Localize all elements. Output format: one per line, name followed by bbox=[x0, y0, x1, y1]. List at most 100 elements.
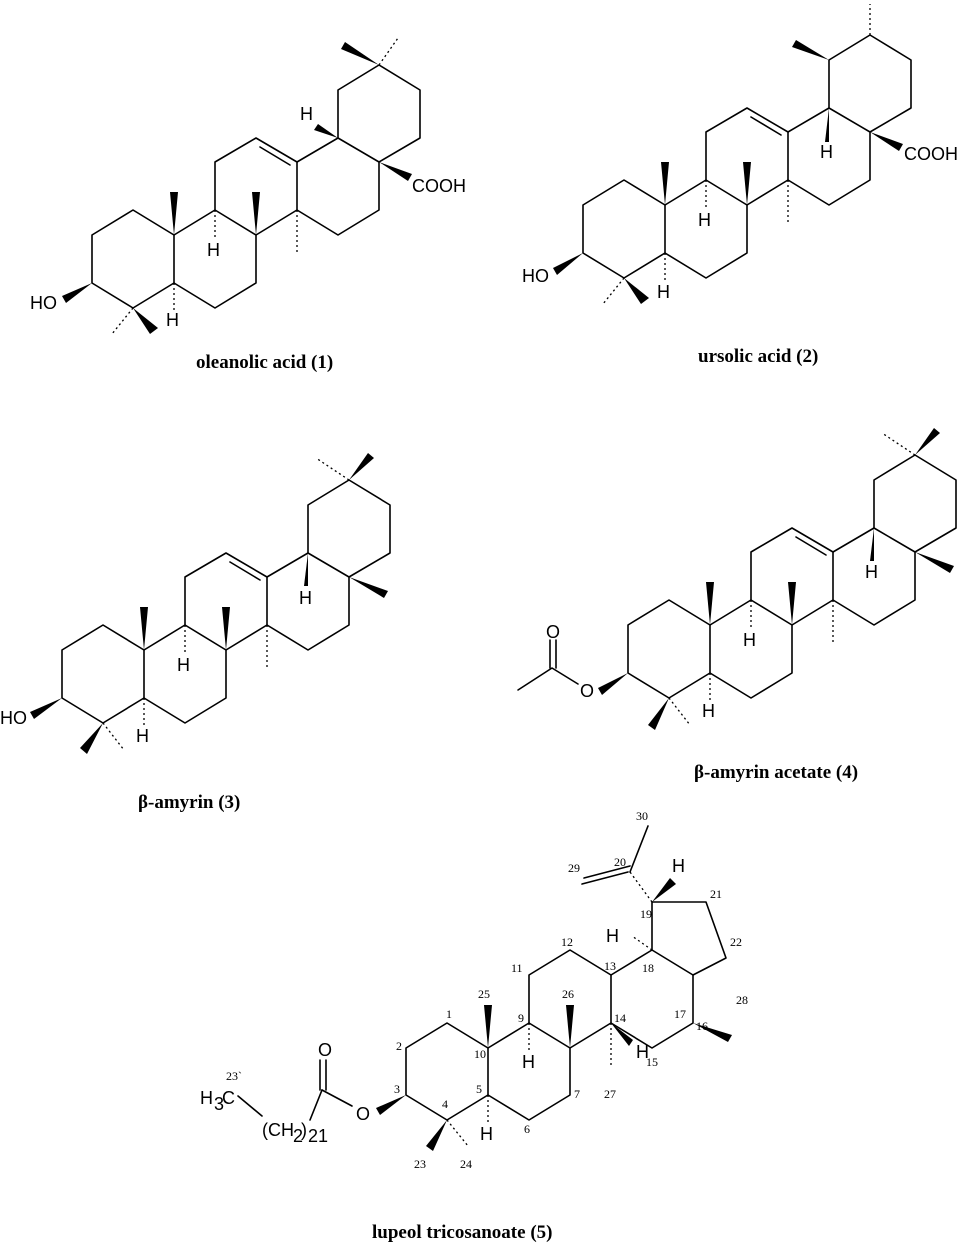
carbon-number: 28 bbox=[736, 993, 748, 1007]
caption-beta-amyrin: β-amyrin (3) bbox=[138, 792, 240, 813]
carbon-number: 7 bbox=[574, 1087, 580, 1101]
chain-count-label: 21 bbox=[308, 1126, 328, 1146]
acid-label: COOH bbox=[904, 144, 958, 164]
ring-e-oleanolic bbox=[337, 64, 421, 163]
carbon-number: 3 bbox=[394, 1082, 400, 1096]
carbon-number: 29 bbox=[568, 861, 580, 875]
ring-b-lupeol bbox=[487, 1022, 571, 1121]
acetate-group bbox=[517, 667, 579, 691]
carbonyl-o-label: O bbox=[546, 622, 560, 642]
ring-a-oleanolic bbox=[91, 209, 175, 309]
h-label: H bbox=[820, 142, 833, 162]
compound-ursolic-acid: HO COOH H H H ursolic acid (2) bbox=[522, 4, 958, 367]
chain-subscript: 2 bbox=[293, 1126, 303, 1146]
caption-ursolic-acid: ursolic acid (2) bbox=[698, 346, 818, 367]
carbon-number: 27 bbox=[604, 1087, 616, 1101]
caption-beta-amyrin-acetate: β-amyrin acetate (4) bbox=[694, 762, 858, 783]
h-label: H bbox=[166, 310, 179, 330]
compound-oleanolic-acid: HO COOH H H H oleanolic acid (1) bbox=[30, 37, 466, 373]
h-label: H bbox=[636, 1042, 649, 1062]
ester-chain bbox=[321, 1089, 353, 1107]
ring-a-amyrin-acetate bbox=[627, 599, 711, 699]
h-label: H bbox=[177, 655, 190, 675]
carbon-numbers: 1 2 3 4 5 6 7 9 10 11 12 13 14 15 16 17 … bbox=[394, 809, 748, 1171]
ester-o-label: O bbox=[580, 681, 594, 701]
ring-c-amyrin bbox=[184, 552, 268, 651]
carbon-number: 18 bbox=[642, 961, 654, 975]
ring-b-amyrin-acetate bbox=[709, 599, 793, 699]
ring-c-lupeol bbox=[528, 949, 612, 1049]
carbon-number: 6 bbox=[524, 1122, 530, 1136]
ring-c-ursolic bbox=[705, 107, 789, 206]
chain-carbon-label: 23` bbox=[226, 1069, 242, 1083]
h-label: H bbox=[702, 701, 715, 721]
isopropenyl-group bbox=[629, 825, 649, 873]
h-label: H bbox=[299, 588, 312, 608]
carbon-number: 14 bbox=[614, 1011, 626, 1025]
h-label: H bbox=[657, 282, 670, 302]
ring-a-amyrin bbox=[61, 624, 145, 724]
ring-d-ursolic bbox=[787, 107, 871, 206]
carbon-number: 24 bbox=[460, 1157, 472, 1171]
ring-d-lupeol bbox=[610, 949, 694, 1049]
carbon-number: 15 bbox=[646, 1055, 658, 1069]
carbon-number: 4 bbox=[442, 1097, 448, 1111]
chain-close-label: ) bbox=[301, 1120, 307, 1140]
carbon-number: 19 bbox=[640, 907, 652, 921]
ring-b-ursolic bbox=[664, 179, 748, 279]
carbon-number: 23 bbox=[414, 1157, 426, 1171]
h-label: H bbox=[480, 1124, 493, 1144]
ring-e-lupeol bbox=[651, 901, 727, 976]
h-label: H bbox=[865, 562, 878, 582]
carbon-number: 5 bbox=[476, 1082, 482, 1096]
caption-lupeol-tricosanoate: lupeol tricosanoate (5) bbox=[372, 1222, 552, 1243]
carbon-number: 21 bbox=[710, 887, 722, 901]
carbonyl-o-label: O bbox=[318, 1040, 332, 1060]
carbon-number: 9 bbox=[518, 1011, 524, 1025]
carbon-number: 26 bbox=[562, 987, 574, 1001]
compound-lupeol-tricosanoate: O O H 3 C 23` (CH 2 ) 21 H H H H H 1 2 3… bbox=[200, 809, 748, 1243]
carbon-number: 13 bbox=[604, 959, 616, 973]
ring-b-amyrin bbox=[143, 624, 227, 724]
h-label: H bbox=[606, 926, 619, 946]
compound-beta-amyrin-acetate: O O H H H β-amyrin acetate (4) bbox=[517, 428, 957, 783]
carbon-number: 12 bbox=[561, 935, 573, 949]
carbon-number: 2 bbox=[396, 1039, 402, 1053]
carbon-number: 10 bbox=[474, 1047, 486, 1061]
ring-e-amyrin bbox=[307, 479, 391, 578]
h-label: H bbox=[207, 240, 220, 260]
compound-beta-amyrin: HO H H H β-amyrin (3) bbox=[0, 453, 391, 813]
ring-b-oleanolic bbox=[173, 209, 257, 309]
ring-d-amyrin-acetate bbox=[832, 527, 916, 626]
hydroxyl-label: HO bbox=[522, 266, 549, 286]
ring-c-oleanolic bbox=[214, 137, 298, 236]
methyl-subscript: 3 bbox=[214, 1094, 224, 1114]
carbon-number: 1 bbox=[446, 1007, 452, 1021]
methyl-h-label: H bbox=[200, 1088, 213, 1108]
h-label: H bbox=[698, 210, 711, 230]
methyl-c-label: C bbox=[222, 1088, 235, 1108]
acid-label: COOH bbox=[412, 176, 466, 196]
carbon-number: 22 bbox=[730, 935, 742, 949]
ester-o-label: O bbox=[356, 1104, 370, 1124]
carbon-number: 20 bbox=[614, 855, 626, 869]
ring-e-ursolic bbox=[828, 34, 912, 133]
chain-open-label: (CH bbox=[262, 1120, 294, 1140]
hydroxyl-label: HO bbox=[0, 708, 27, 728]
h-label: H bbox=[672, 856, 685, 876]
carbon-number: 25 bbox=[478, 987, 490, 1001]
ring-d-amyrin bbox=[266, 552, 350, 651]
carbon-number: 30 bbox=[636, 809, 648, 823]
ring-a-ursolic bbox=[582, 179, 666, 279]
h-label: H bbox=[136, 726, 149, 746]
ring-d-oleanolic bbox=[296, 137, 380, 236]
carbon-number: 11 bbox=[511, 961, 523, 975]
h-label: H bbox=[522, 1052, 535, 1072]
caption-oleanolic-acid: oleanolic acid (1) bbox=[196, 352, 333, 373]
hydroxyl-label: HO bbox=[30, 293, 57, 313]
ring-e-amyrin-acetate bbox=[873, 454, 957, 553]
h-label: H bbox=[743, 630, 756, 650]
carbon-number: 17 bbox=[674, 1007, 686, 1021]
carbon-number: 16 bbox=[696, 1019, 708, 1033]
